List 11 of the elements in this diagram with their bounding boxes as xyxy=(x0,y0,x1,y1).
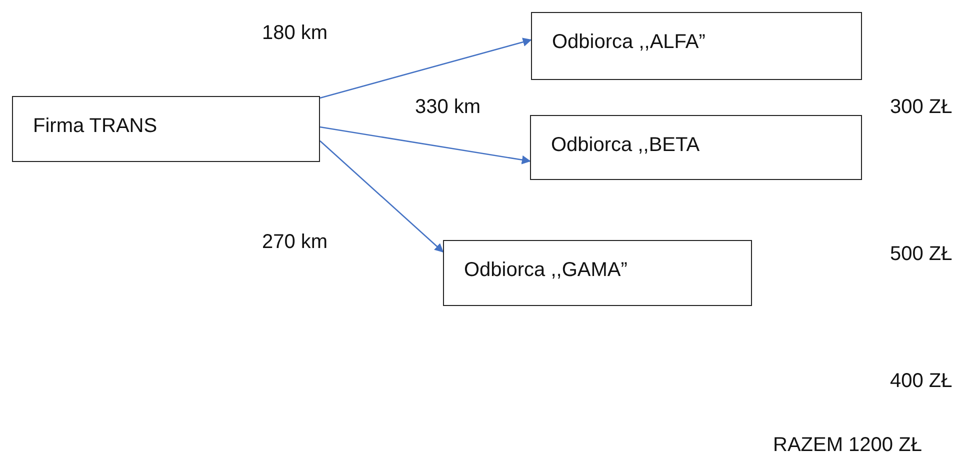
box-label: Firma TRANS xyxy=(33,115,158,138)
box-label: Odbiorca ,,BETA xyxy=(551,134,700,157)
arrow xyxy=(320,140,444,252)
process-box xyxy=(12,96,320,162)
arrow xyxy=(320,38,532,99)
box-label: Odbiorca ,,ALFA” xyxy=(552,31,706,54)
arrow xyxy=(320,126,531,164)
box-label: Odbiorca ,,GAMA” xyxy=(464,259,628,282)
process-box xyxy=(443,240,752,306)
process-box xyxy=(531,12,862,80)
process-box xyxy=(530,115,862,180)
